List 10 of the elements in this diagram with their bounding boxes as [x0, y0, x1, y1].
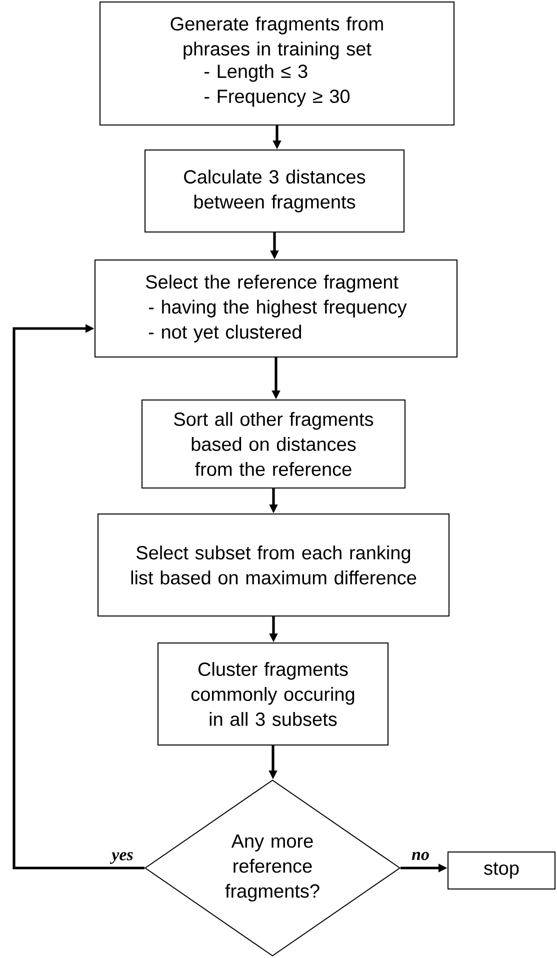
process-box: Generate fragments from phrases in training set - Length ≤ 3 - Frequency ≥ 30 [100, 2, 454, 126]
edge-label: yes [110, 852, 133, 864]
process-box: Select the reference fragment - having the highest frequency - not yet clustered [94, 260, 458, 358]
process-box: Cluster fragments commonly occuring in all 3 subsets [158, 642, 388, 746]
arrow [12, 324, 144, 870]
process-box: stop [448, 852, 556, 890]
edge-label: no [412, 852, 429, 860]
process-box: Calculate 3 distances between fragments [144, 150, 404, 232]
process-box: Select subset from each ranking list based on maximum difference [98, 514, 450, 616]
process-box: Sort all other fragments based on distances from the reference [142, 400, 406, 488]
